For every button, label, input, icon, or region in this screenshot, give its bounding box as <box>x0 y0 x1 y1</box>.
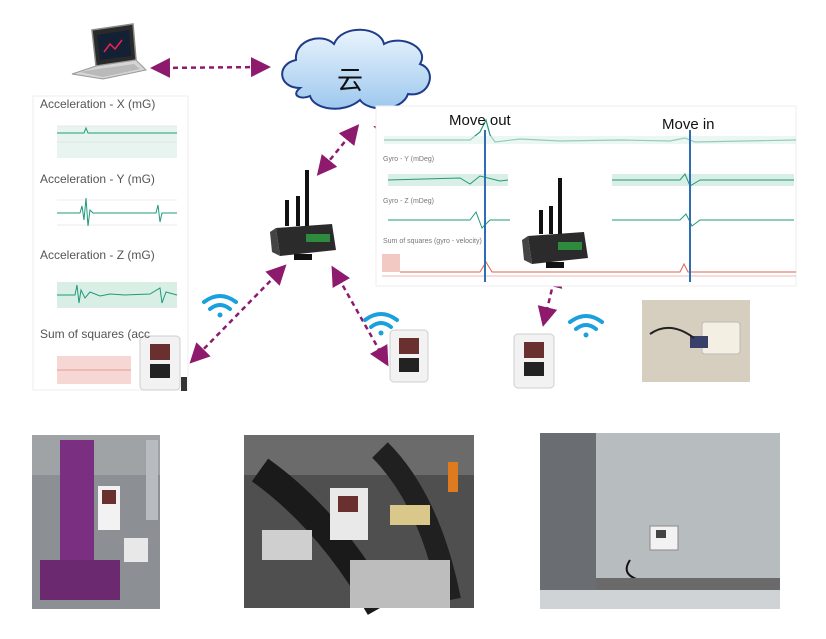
arrow-laptop-cloud <box>150 57 271 78</box>
machine-photo-2 <box>244 435 474 615</box>
wifi-icon-3 <box>568 314 604 338</box>
gyro-z-title: Gyro - Z (mDeg) <box>383 198 434 205</box>
move-out-label: Move out <box>449 112 511 129</box>
sensor-icon-2 <box>389 329 429 383</box>
acc-x-chart <box>57 125 177 158</box>
arrow-cloud-gateway-left <box>316 124 360 176</box>
acc-y-chart <box>57 197 177 227</box>
gyro-y-title: Gyro - Y (mDeg) <box>383 156 435 163</box>
cloud-label: 云 <box>337 66 364 96</box>
arrow-gateway-sensor-left <box>189 264 287 364</box>
gateway-icon-2 <box>522 178 588 268</box>
sum-squares-acc-chart <box>57 356 131 384</box>
acc-y-title: Acceleration - Y (mG) <box>40 172 155 186</box>
sensor-icon-3 <box>513 333 555 389</box>
sum-squares-gyro-title: Sum of squares (gyro - velocity) <box>383 238 482 245</box>
acc-x-title: Acceleration - X (mG) <box>40 97 156 111</box>
gateway-icon <box>270 170 336 260</box>
sum-squares-acc-title: Sum of squares (acc <box>40 327 151 341</box>
wifi-icon-2 <box>363 312 399 336</box>
machine-photo-3 <box>540 433 780 609</box>
acc-z-title: Acceleration - Z (mG) <box>40 248 155 262</box>
sum-squares-gyro-chart <box>382 254 796 277</box>
wifi-icon <box>202 294 238 318</box>
gyro-x-chart <box>384 118 797 144</box>
acc-z-chart <box>57 282 178 308</box>
move-in-label: Move in <box>662 116 715 133</box>
laptop-icon <box>71 23 148 80</box>
gyro-y-chart <box>387 173 794 187</box>
cloud-icon <box>281 28 431 110</box>
sensor-installation-photo <box>642 300 750 382</box>
machine-photo-1 <box>32 435 160 609</box>
sensor-icon <box>139 335 187 391</box>
